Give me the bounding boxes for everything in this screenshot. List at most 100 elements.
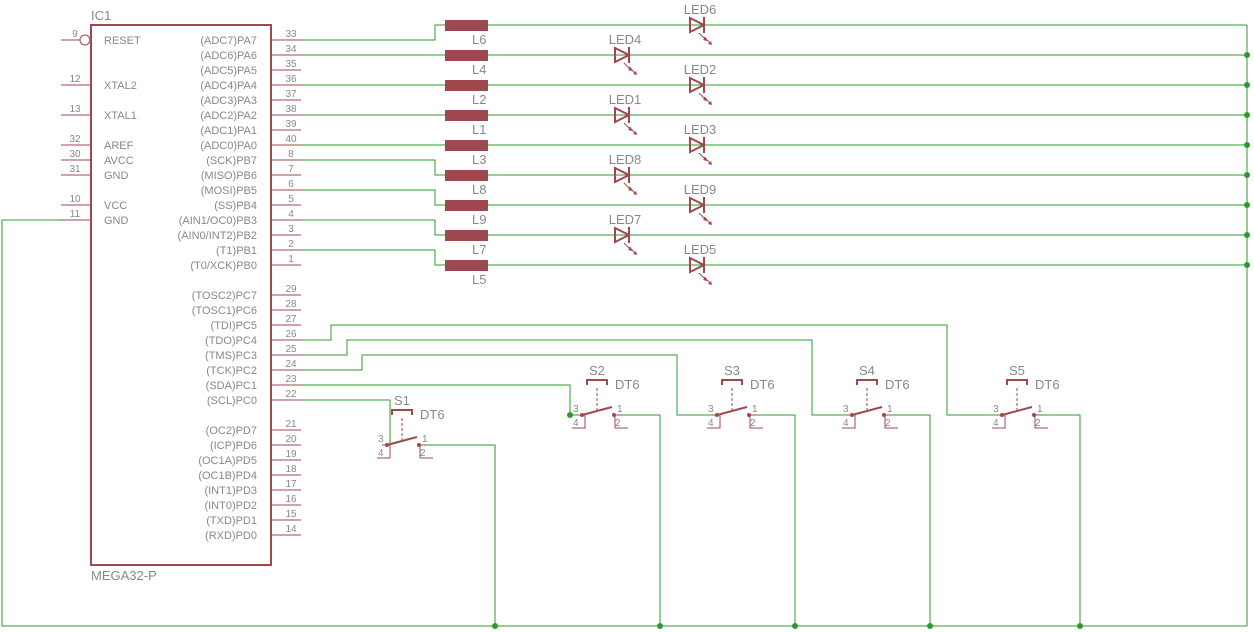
net-wires (1, 25, 1248, 627)
pin-number: 7 (288, 164, 294, 175)
pin-number: 5 (288, 194, 294, 205)
pin-name: (TOSC1)PC6 (192, 305, 257, 317)
resistor-l1 (445, 110, 488, 121)
pin-4-lead (377, 445, 391, 459)
pin-name: (TXD)PD1 (206, 515, 257, 527)
light-arrow-head (628, 67, 632, 71)
pin-number: 19 (285, 449, 297, 460)
ic1-pin-icppd6-20: 20(ICP)PD6 (210, 434, 301, 452)
resistor-l6 (445, 20, 488, 31)
pin-name: (AIN0/INT2)PB2 (178, 230, 257, 242)
resistor-l5 (445, 260, 488, 271)
pin-name: (SS)PB4 (214, 200, 257, 212)
pin-name: XTAL2 (104, 80, 137, 92)
light-arrow-head (703, 157, 707, 161)
ic1-right-pins: 33(ADC7)PA734(ADC6)PA635(ADC5)PA536(ADC4… (178, 29, 301, 542)
resistor-label: L2 (472, 92, 486, 107)
led-triangle (689, 136, 707, 154)
pin-2-lead (614, 415, 628, 429)
junction-dot (1244, 172, 1250, 178)
junction-dot (1244, 82, 1250, 88)
pin-name: (T0/XCK)PB0 (190, 260, 257, 272)
pin-number: 2 (288, 239, 294, 250)
light-arrow-head (708, 41, 712, 45)
pin-4-lead (707, 415, 721, 429)
pin-name: (OC2)PD7 (206, 425, 257, 437)
switch-pin-3: 3 (708, 404, 714, 415)
pin-name: (TMS)PC3 (205, 350, 257, 362)
led-led8 (614, 166, 637, 195)
switch-pin-2: 2 (615, 418, 621, 429)
switch-pin-3: 3 (573, 404, 579, 415)
pin-name: (ADC5)PA5 (200, 65, 257, 77)
resistor-label: L7 (472, 242, 486, 257)
pin-4-lead (572, 415, 586, 429)
light-arrow-head (633, 131, 637, 135)
junction-dot (1244, 112, 1250, 118)
switch-pin-2: 2 (750, 418, 756, 429)
switch-pin-2: 2 (420, 448, 426, 459)
ic1-pin-mosipb5-6: 6(MOSI)PB5 (201, 179, 301, 197)
plunger-cap (721, 379, 743, 385)
light-arrow-head (703, 97, 707, 101)
switch-value: DT6 (420, 407, 445, 422)
ic1-pin-tdopc4-26: 26(TDO)PC4 (205, 329, 301, 347)
switch-wire-out-s5 (1042, 414, 1081, 626)
pin-number: 13 (69, 104, 81, 115)
signal-wire (301, 219, 445, 236)
light-arrow-head (703, 217, 707, 221)
light-arrow-head (628, 127, 632, 131)
switch-pin-3: 3 (993, 404, 999, 415)
pin-number: 32 (69, 134, 81, 145)
led-led9 (689, 196, 712, 225)
channel-l2: L2 LED2 (301, 62, 1247, 107)
light-arrow-head (633, 191, 637, 195)
switch-pin-1: 1 (887, 404, 893, 415)
led-triangle (614, 46, 632, 64)
pin-name: (ADC1)PA1 (200, 125, 257, 137)
ic1-pin-rxdpd0-14: 14(RXD)PD0 (205, 524, 301, 542)
switch-ref: S3 (724, 363, 740, 378)
light-arrow-head (703, 277, 707, 281)
switch-pin-1: 1 (752, 404, 758, 415)
light-arrow-head (708, 281, 712, 285)
pin-2-lead (749, 415, 763, 429)
pin-name: (ICP)PD6 (210, 440, 257, 452)
ic1-pin-tckpc2-24: 24(TCK)PC2 (206, 359, 301, 377)
switch-wire-out-s1 (427, 444, 496, 626)
pin-name: (INT1)PD3 (204, 485, 257, 497)
resistor-l4 (445, 50, 488, 61)
switch-pin-4: 4 (993, 418, 999, 429)
led-triangle (689, 16, 707, 34)
switch-wire-in-s1 (301, 399, 391, 446)
led-label: LED2 (684, 62, 717, 77)
ic1-mega32: IC1 MEGA32-P 9RESET12XTAL213XTAL132AREF3… (61, 8, 301, 583)
pin-2-lead (419, 445, 433, 459)
ic1-pin-adc5pa5-35: 35(ADC5)PA5 (200, 59, 301, 77)
light-arrow-head (703, 37, 707, 41)
pin-number: 22 (285, 389, 297, 400)
pin-name: (TOSC2)PC7 (192, 290, 257, 302)
junction-dot (1244, 232, 1250, 238)
ic1-pin-int1pd3-17: 17(INT1)PD3 (204, 479, 301, 497)
ic1-pin-adc2pa2-38: 38(ADC2)PA2 (200, 104, 301, 122)
pin-number: 1 (288, 254, 294, 265)
switch-contact (1000, 413, 1004, 417)
pin-name: (MOSI)PB5 (201, 185, 257, 197)
ic1-pin-txdpd1-15: 15(TXD)PD1 (206, 509, 301, 527)
switch-pin-4: 4 (378, 448, 384, 459)
signal-wire (301, 159, 445, 176)
pin-number: 3 (288, 224, 294, 235)
switch-ref: S1 (394, 393, 410, 408)
pin-4-lead (842, 415, 856, 429)
